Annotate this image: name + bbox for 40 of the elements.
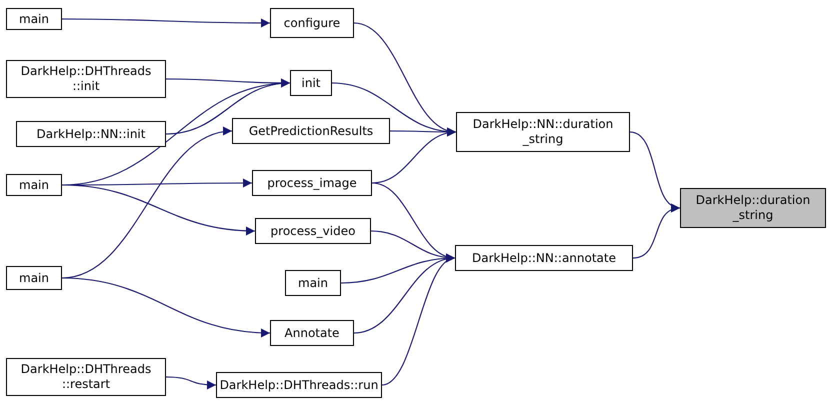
call-arrow xyxy=(382,256,456,386)
function-name: DarkHelp::DHThreads::run xyxy=(220,378,378,392)
function-name: main xyxy=(298,276,328,290)
function-name: process_image xyxy=(267,176,357,190)
call-arrow xyxy=(632,204,680,259)
function-box xyxy=(216,372,382,398)
function-name: DarkHelp::NN::init xyxy=(36,126,146,142)
function-box xyxy=(6,266,62,290)
function-box xyxy=(252,170,372,196)
function-name: process_video xyxy=(270,224,356,238)
function-box xyxy=(455,245,633,271)
function-name: configure xyxy=(284,16,340,30)
function-name: main xyxy=(19,178,49,192)
function-box xyxy=(255,218,371,244)
call-arrow xyxy=(62,184,256,236)
call-arrow xyxy=(62,18,270,28)
function-name: DarkHelp::DHThreads ::restart xyxy=(20,362,152,392)
function-box xyxy=(680,188,826,228)
function-name: GetPredictionResults xyxy=(248,124,374,138)
function-box xyxy=(290,70,332,96)
function-box xyxy=(16,121,166,147)
function-box xyxy=(6,174,62,196)
function-name: main xyxy=(19,270,49,286)
function-box xyxy=(456,112,630,152)
function-name: DarkHelp::NN::duration _string xyxy=(472,117,614,147)
call-arrow xyxy=(166,376,216,390)
function-name: init xyxy=(302,76,320,90)
function-box xyxy=(270,320,354,346)
function-box xyxy=(6,358,166,396)
call-arrow xyxy=(62,277,270,338)
function-name: main xyxy=(19,12,49,26)
function-box xyxy=(6,8,62,30)
function-name: Annotate xyxy=(284,326,340,340)
function-box xyxy=(232,118,390,144)
function-box xyxy=(285,270,341,296)
function-box xyxy=(6,60,166,98)
function-name: DarkHelp::NN::annotate xyxy=(472,250,616,266)
function-name: DarkHelp::DHThreads ::init xyxy=(20,64,152,94)
function-name: DarkHelp::duration _string xyxy=(694,193,812,223)
function-box xyxy=(270,8,354,38)
